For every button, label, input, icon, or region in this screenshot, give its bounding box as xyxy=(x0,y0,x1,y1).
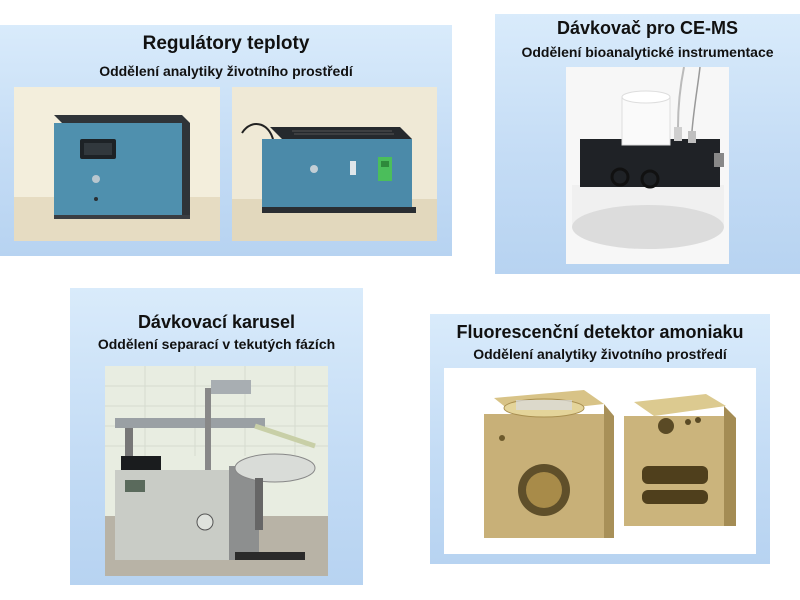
panel-temperature-regulators: Regulátory teploty Oddělení analytiky ži… xyxy=(0,25,452,256)
photo-injection-carousel xyxy=(105,366,328,576)
photo-ce-ms-injector xyxy=(566,67,729,264)
panel-ammonia-detector: Fluorescenční detektor amoniaku Oddělení… xyxy=(430,314,770,564)
panel-subtitle: Oddělení analytiky životního prostředí xyxy=(99,63,353,79)
panel-title: Dávkovač pro CE-MS xyxy=(556,18,739,38)
panel-subtitle: Oddělení analytiky životního prostředí xyxy=(473,346,727,362)
panel-subtitle: Oddělení separací v tekutých fázích xyxy=(97,336,336,352)
panel-subtitle: Oddělení bioanalytické instrumentace xyxy=(521,44,774,60)
panel-ce-ms-injector: Dávkovač pro CE-MS Oddělení bioanalytick… xyxy=(495,14,800,274)
photo-regulator-back xyxy=(232,87,437,241)
panel-title: Fluorescenční detektor amoniaku xyxy=(456,322,744,342)
panel-title: Dávkovací karusel xyxy=(137,312,296,332)
panel-injection-carousel: Dávkovací karusel Oddělení separací v te… xyxy=(70,288,363,585)
photo-ammonia-detector xyxy=(444,368,756,554)
panel-title: Regulátory teploty xyxy=(142,33,310,54)
photo-regulator-front xyxy=(14,87,220,241)
